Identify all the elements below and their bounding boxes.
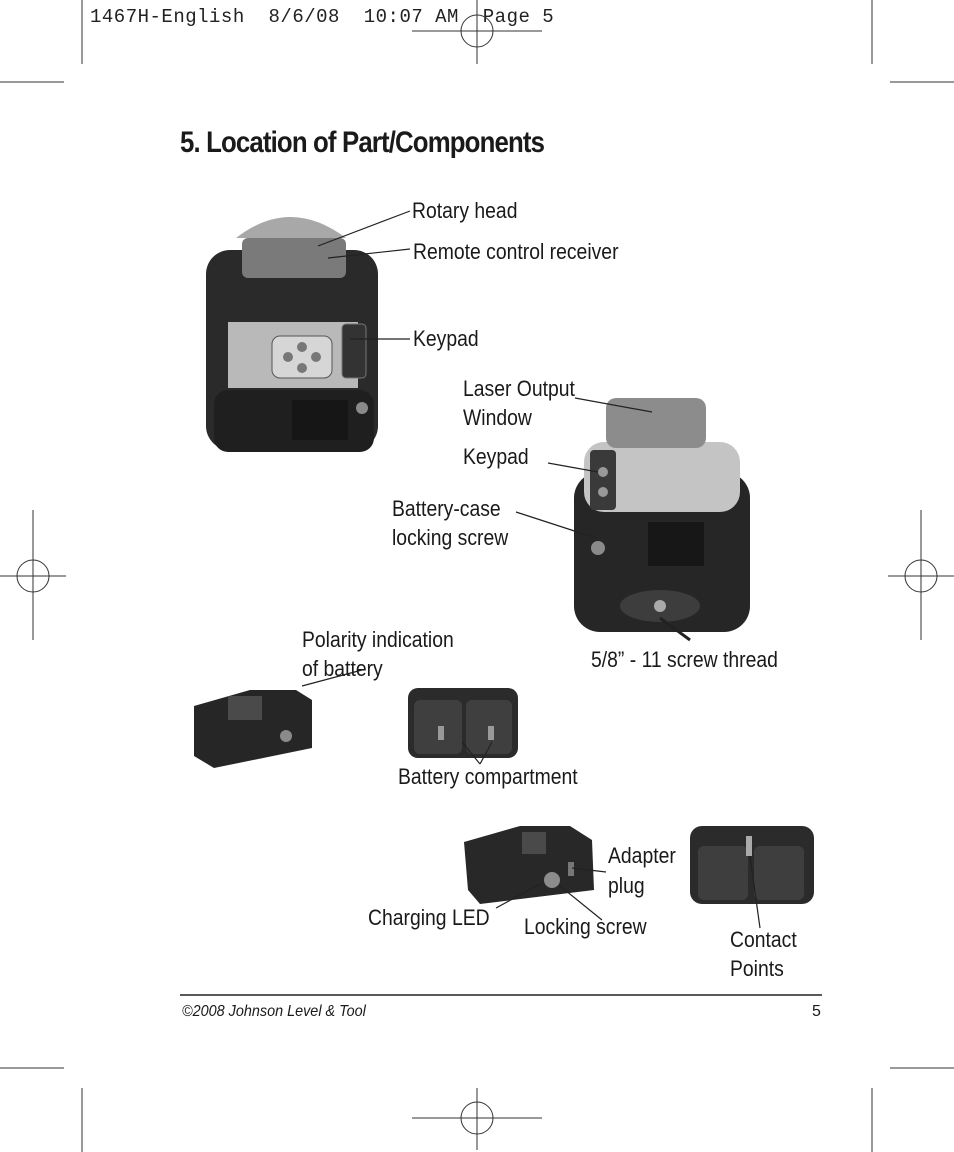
label-battery-compartment: Battery compartment bbox=[398, 764, 578, 789]
laser-level-front-photo bbox=[206, 217, 378, 452]
page-number: 5 bbox=[812, 1003, 821, 1020]
label-laser-output-window-line2: Window bbox=[463, 405, 532, 430]
footer-copyright: ©2008 Johnson Level & Tool bbox=[182, 1003, 366, 1020]
label-polarity-line2: of battery bbox=[302, 656, 383, 681]
label-keypad-side: Keypad bbox=[463, 444, 529, 469]
label-adapter-plug-line1: Adapter bbox=[608, 843, 676, 868]
label-laser-output-window-line1: Laser Output bbox=[463, 376, 575, 401]
label-battery-case-screw-line2: locking screw bbox=[392, 525, 509, 550]
label-remote-control-receiver: Remote control receiver bbox=[413, 239, 619, 264]
label-polarity-line1: Polarity indication bbox=[302, 627, 454, 652]
battery-pack-photo bbox=[690, 826, 814, 904]
battery-case-photo bbox=[194, 690, 312, 768]
charger-photo bbox=[464, 826, 594, 904]
label-battery-case-screw-line1: Battery-case bbox=[392, 496, 501, 521]
page-title: 5. Location of Part/Components bbox=[180, 126, 545, 159]
laser-level-rear-photo bbox=[574, 398, 750, 632]
label-charging-led: Charging LED bbox=[368, 905, 490, 930]
label-rotary-head: Rotary head bbox=[412, 198, 518, 223]
label-locking-screw: Locking screw bbox=[524, 914, 647, 939]
leader-lines bbox=[301, 210, 761, 929]
label-contact-points-line1: Contact bbox=[730, 927, 797, 952]
print-slug-line: 1467H-English 8/6/08 10:07 AM Page 5 bbox=[90, 6, 555, 28]
label-keypad-front: Keypad bbox=[413, 326, 479, 351]
battery-compartment-photo bbox=[408, 688, 518, 758]
label-contact-points-line2: Points bbox=[730, 956, 784, 981]
label-screw-thread: 5/8” - 11 screw thread bbox=[591, 647, 778, 672]
label-adapter-plug-line2: plug bbox=[608, 873, 645, 898]
